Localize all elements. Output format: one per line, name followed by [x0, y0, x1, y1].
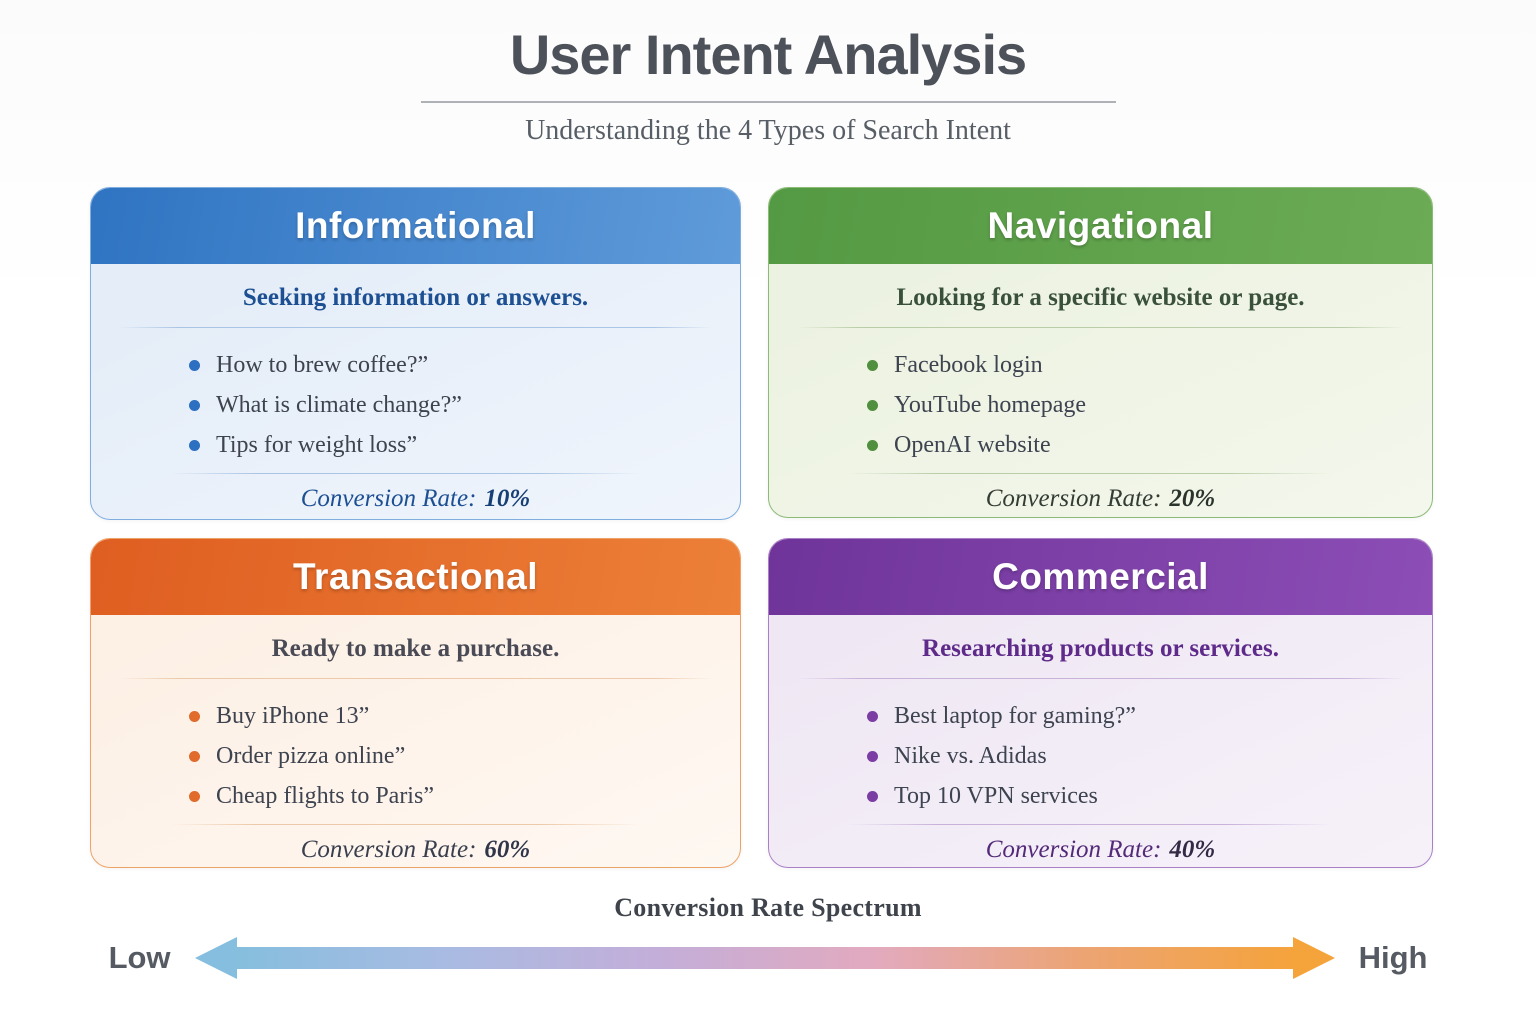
- card-informational-description: Seeking information or answers.: [242, 284, 589, 311]
- card-transactional-list: Buy iPhone 13” Order pizza online” Cheap…: [91, 696, 740, 816]
- description-divider: [797, 678, 1404, 679]
- conversion-label: Conversion Rate:: [985, 485, 1162, 512]
- list-item-text: Top 10 VPN services: [894, 782, 1098, 809]
- card-transactional: Transactional Ready to make a purchase. …: [90, 538, 741, 868]
- bullet-icon: [867, 439, 878, 451]
- list-item: Tips for weight loss”: [189, 425, 740, 465]
- description-divider: [119, 678, 712, 679]
- conversion-divider: [849, 473, 1332, 474]
- list-item-text: Order pizza online”: [216, 742, 406, 769]
- card-navigational-header: Navigational: [769, 188, 1432, 264]
- page-subtitle: Understanding the 4 Types of Search Inte…: [525, 115, 1011, 146]
- list-item: OpenAI website: [867, 425, 1432, 465]
- list-item-text: Facebook login: [894, 351, 1043, 378]
- list-item-text: Nike vs. Adidas: [894, 742, 1047, 769]
- spectrum-high-label: High: [1358, 940, 1428, 975]
- conversion-label: Conversion Rate:: [300, 836, 477, 863]
- spectrum-low-label: Low: [108, 940, 171, 975]
- bullet-icon: [189, 439, 200, 451]
- card-commercial-title: Commercial: [992, 556, 1209, 597]
- spectrum-arrow-bar: [232, 947, 1297, 969]
- bullet-icon: [867, 359, 878, 371]
- card-commercial: Commercial Researching products or servi…: [768, 538, 1433, 868]
- card-transactional-header: Transactional: [91, 539, 740, 615]
- conversion-rate: Conversion Rate: 10%: [91, 485, 740, 513]
- list-item-text: How to brew coffee?”: [216, 351, 429, 378]
- spectrum-arrow: [194, 937, 1335, 979]
- description-divider: [797, 327, 1404, 328]
- bullet-icon: [189, 750, 200, 762]
- conversion-value: 20%: [1169, 485, 1216, 512]
- bullet-icon: [189, 710, 200, 722]
- conversion-rate: Conversion Rate: 20%: [769, 485, 1432, 513]
- bullet-icon: [189, 399, 200, 411]
- card-navigational-list: Facebook login YouTube homepage OpenAI w…: [769, 345, 1432, 465]
- list-item: Facebook login: [867, 345, 1432, 385]
- bullet-icon: [189, 359, 200, 371]
- bullet-icon: [867, 790, 878, 802]
- card-transactional-title: Transactional: [292, 556, 539, 597]
- spectrum-row: Low High: [0, 935, 1536, 981]
- title-divider: [420, 101, 1116, 103]
- bullet-icon: [867, 750, 878, 762]
- bullet-icon: [867, 710, 878, 722]
- card-commercial-list: Best laptop for gaming?” Nike vs. Adidas…: [769, 696, 1432, 816]
- card-commercial-header: Commercial: [769, 539, 1432, 615]
- list-item: YouTube homepage: [867, 385, 1432, 425]
- card-navigational-description: Looking for a specific website or page.: [896, 284, 1305, 311]
- conversion-divider: [171, 824, 640, 825]
- list-item: How to brew coffee?”: [189, 345, 740, 385]
- list-item: Order pizza online”: [189, 736, 740, 776]
- conversion-label: Conversion Rate:: [300, 485, 477, 512]
- card-informational-list: How to brew coffee?” What is climate cha…: [91, 345, 740, 465]
- list-item-text: Buy iPhone 13”: [216, 702, 370, 729]
- card-informational-header: Informational: [91, 188, 740, 264]
- page-header: User Intent Analysis Understanding the 4…: [0, 22, 1536, 147]
- conversion-rate: Conversion Rate: 40%: [769, 836, 1432, 864]
- card-transactional-description: Ready to make a purchase.: [271, 635, 560, 662]
- description-divider: [119, 327, 712, 328]
- card-navigational-title: Navigational: [987, 205, 1214, 246]
- spectrum-arrowhead-right-icon: [1292, 937, 1335, 979]
- list-item-text: Cheap flights to Paris”: [216, 782, 434, 809]
- spectrum-arrowhead-left-icon: [194, 937, 237, 979]
- list-item-text: What is climate change?”: [216, 391, 462, 418]
- list-item: Buy iPhone 13”: [189, 696, 740, 736]
- conversion-value: 60%: [484, 836, 531, 863]
- list-item-text: OpenAI website: [894, 431, 1051, 458]
- conversion-value: 10%: [484, 485, 531, 512]
- bullet-icon: [189, 790, 200, 802]
- card-informational-title: Informational: [295, 205, 536, 246]
- conversion-rate: Conversion Rate: 60%: [91, 836, 740, 864]
- list-item-text: YouTube homepage: [894, 391, 1087, 418]
- card-informational: Informational Seeking information or ans…: [90, 187, 741, 520]
- list-item-text: Best laptop for gaming?”: [894, 702, 1136, 729]
- list-item-text: Tips for weight loss”: [216, 431, 418, 458]
- list-item: Top 10 VPN services: [867, 776, 1432, 816]
- conversion-divider: [849, 824, 1332, 825]
- card-commercial-description: Researching products or services.: [922, 635, 1279, 662]
- conversion-label: Conversion Rate:: [985, 836, 1162, 863]
- spectrum-title: Conversion Rate Spectrum: [614, 893, 922, 922]
- list-item: Nike vs. Adidas: [867, 736, 1432, 776]
- list-item: Cheap flights to Paris”: [189, 776, 740, 816]
- conversion-rate-spectrum: Conversion Rate Spectrum Low High: [0, 893, 1536, 981]
- conversion-value: 40%: [1169, 836, 1216, 863]
- list-item: What is climate change?”: [189, 385, 740, 425]
- conversion-divider: [171, 473, 640, 474]
- card-navigational: Navigational Looking for a specific webs…: [768, 187, 1433, 518]
- page-title: User Intent Analysis: [509, 23, 1027, 86]
- list-item: Best laptop for gaming?”: [867, 696, 1432, 736]
- bullet-icon: [867, 399, 878, 411]
